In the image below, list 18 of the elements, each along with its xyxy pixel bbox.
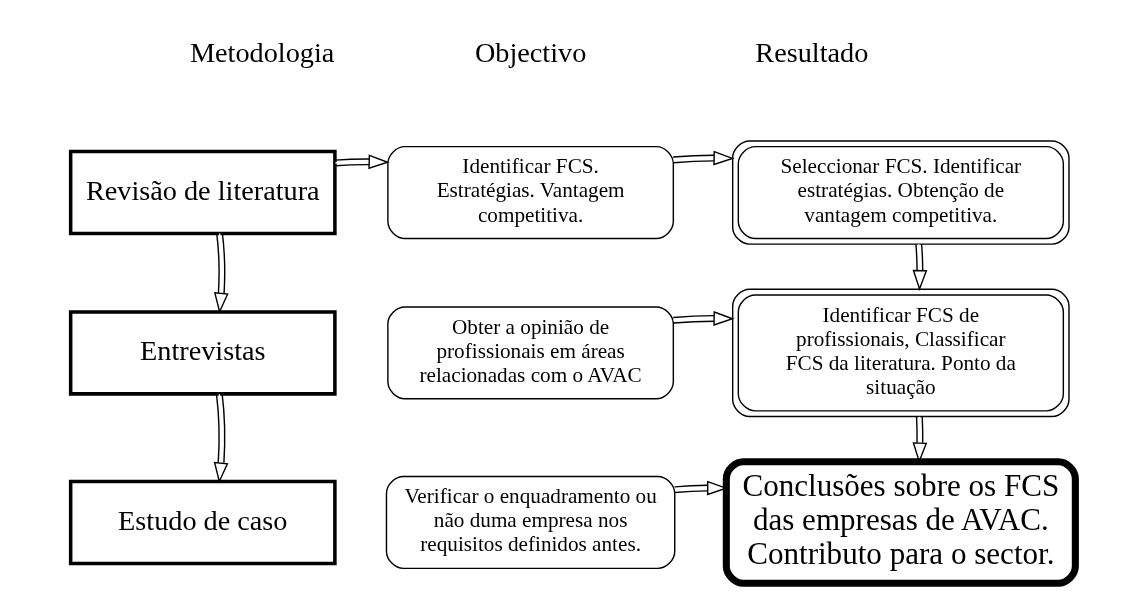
arrow bbox=[671, 311, 735, 326]
label: Objectivo bbox=[474, 36, 586, 68]
node-box: Identificar FCS. Estratégias. Vantagem competitiva. bbox=[386, 145, 674, 240]
node-box: Revisão de literatura bbox=[68, 149, 337, 236]
arrow bbox=[213, 232, 229, 314]
label: Resultado bbox=[754, 36, 868, 68]
node-box: Identificar FCS de profissionais, Classificar FCS da literatura. Ponto da situação bbox=[731, 288, 1070, 418]
node-box: Verificar o enquadramento ou não duma empresa nos requisitos definidos antes. bbox=[385, 475, 675, 570]
arrow bbox=[213, 393, 228, 484]
node-box: Entrevistas bbox=[68, 310, 337, 396]
node-box: Conclusões sobre os FCS das empresas de AVAC. Contributo para o sector. bbox=[722, 458, 1079, 587]
node-box: Estudo de caso bbox=[68, 479, 337, 566]
arrow bbox=[912, 243, 927, 292]
node-box: Seleccionar FCS. Identificar estratégias. Obtenção de vantagem competitiva. bbox=[731, 140, 1070, 245]
node-box: Obter a opinião de profissionais em áreas relacionadas com o AVAC bbox=[386, 306, 674, 400]
label: Metodologia bbox=[189, 36, 334, 68]
arrow bbox=[333, 154, 390, 170]
arrow bbox=[671, 150, 735, 166]
